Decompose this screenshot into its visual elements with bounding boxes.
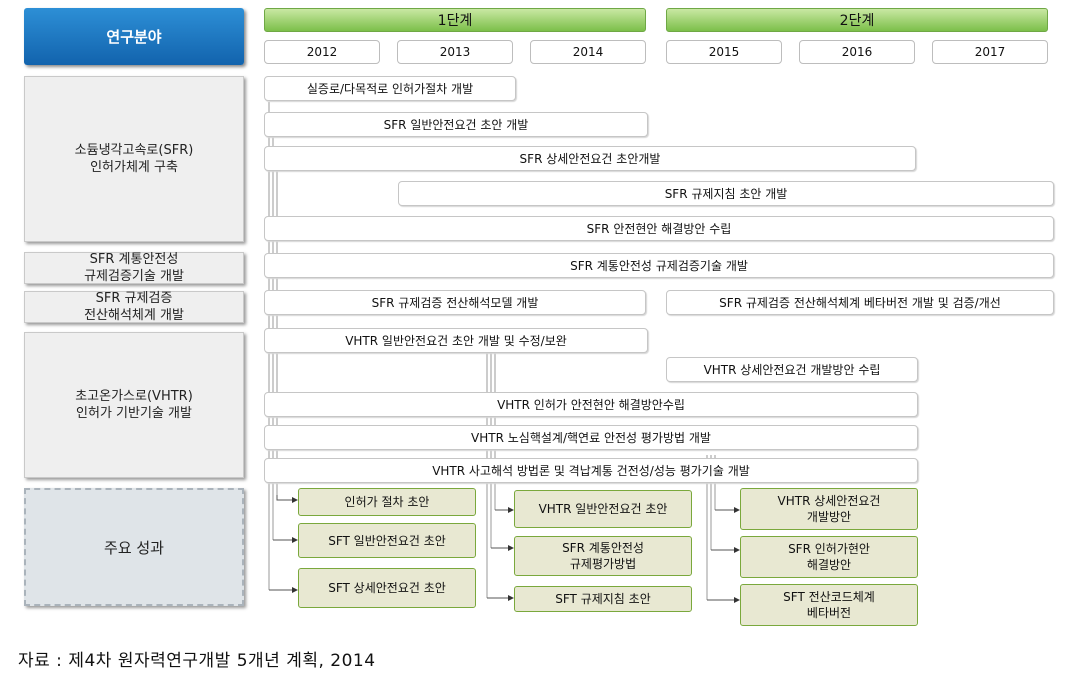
year-label: 2017 xyxy=(974,45,1006,59)
outcome-box: SFT 전산코드체계 베타버전 xyxy=(740,584,918,626)
task-label: SFR 계통안전성 규제검증기술 개발 xyxy=(570,259,748,273)
task-bar: VHTR 사고해석 방법론 및 격납계통 건전성/성능 평가기술 개발 xyxy=(264,458,918,483)
year-label: 2012 xyxy=(306,45,338,59)
category-sfr-licensing: 소듐냉각고속로(SFR) 인허가체계 구축 xyxy=(24,76,244,242)
task-bar: VHTR 상세안전요건 개발방안 수립 xyxy=(666,357,918,382)
outcome-label: 인허가 절차 초안 xyxy=(344,495,430,509)
outcome-label: SFT 일반안전요건 초안 xyxy=(328,533,446,548)
task-bar: VHTR 일반안전요건 초안 개발 및 수정/보완 xyxy=(264,328,648,353)
outcome-box: SFT 규제지침 초안 xyxy=(514,586,692,612)
source-caption: 자료 : 제4차 원자력연구개발 5개년 계획, 2014 xyxy=(18,651,376,671)
research-field-label: 연구분야 xyxy=(106,28,162,46)
category-label: 소듐냉각고속로(SFR) 인허가체계 구축 xyxy=(74,143,194,175)
outcome-box: SFT 일반안전요건 초안 xyxy=(298,523,476,558)
category-label: SFR 계통안전성 규제검증기술 개발 xyxy=(84,252,184,284)
task-label: VHTR 노심핵설계/핵연료 안전성 평가방법 개발 xyxy=(471,431,711,445)
key-results-category: 주요 성과 xyxy=(24,488,244,606)
task-bar: VHTR 인허가 안전현안 해결방안수립 xyxy=(264,392,918,417)
outcome-box: 인허가 절차 초안 xyxy=(298,488,476,516)
task-label: VHTR 사고해석 방법론 및 격납계통 건전성/성능 평가기술 개발 xyxy=(432,464,750,478)
task-label: VHTR 인허가 안전현안 해결방안수립 xyxy=(497,398,685,412)
category-sfr-computational: SFR 규제검증 전산해석체계 개발 xyxy=(24,291,244,323)
task-bar: SFR 계통안전성 규제검증기술 개발 xyxy=(264,253,1054,278)
phase-2-label: 2단계 xyxy=(839,13,875,29)
year-2017: 2017 xyxy=(932,40,1048,64)
year-label: 2015 xyxy=(708,45,740,59)
task-label: SFR 안전현안 해결방안 수립 xyxy=(586,222,732,236)
year-label: 2014 xyxy=(572,45,604,59)
task-bar: VHTR 노심핵설계/핵연료 안전성 평가방법 개발 xyxy=(264,425,918,450)
task-bar: SFR 일반안전요건 초안 개발 xyxy=(264,112,648,137)
year-label: 2013 xyxy=(439,45,471,59)
outcome-label: VHTR 상세안전요건 개발방안 xyxy=(777,494,881,524)
year-2015: 2015 xyxy=(666,40,782,64)
year-2012: 2012 xyxy=(264,40,380,64)
task-label: SFR 규제검증 전산해석모델 개발 xyxy=(371,296,539,310)
outcome-label: SFR 인허가현안 해결방안 xyxy=(788,542,870,572)
task-label: VHTR 상세안전요건 개발방안 수립 xyxy=(703,363,881,377)
task-bar: SFR 상세안전요건 초안개발 xyxy=(264,146,916,171)
year-2013: 2013 xyxy=(397,40,513,64)
phase-1-header: 1단계 xyxy=(264,8,646,32)
category-label: SFR 규제검증 전산해석체계 개발 xyxy=(84,291,184,323)
outcome-box: VHTR 일반안전요건 초안 xyxy=(514,490,692,528)
task-label: SFR 규제지침 초안 개발 xyxy=(664,187,788,201)
outcome-box: SFR 계통안전성 규제평가방법 xyxy=(514,536,692,576)
task-bar: SFR 규제지침 초안 개발 xyxy=(398,181,1054,206)
outcome-label: SFR 계통안전성 규제평가방법 xyxy=(562,541,644,571)
outcome-label: SFT 규제지침 초안 xyxy=(555,592,651,606)
task-label: VHTR 일반안전요건 초안 개발 및 수정/보완 xyxy=(345,334,567,348)
phase-2-header: 2단계 xyxy=(666,8,1048,32)
task-bar: SFR 규제검증 전산해석체계 베타버전 개발 및 검증/개선 xyxy=(666,290,1054,315)
task-label: SFR 일반안전요건 초안 개발 xyxy=(383,118,529,132)
category-vhtr-licensing: 초고온가스로(VHTR) 인허가 기반기술 개발 xyxy=(24,332,244,478)
outcome-box: SFT 상세안전요건 초안 xyxy=(298,568,476,608)
category-sfr-system-safety: SFR 계통안전성 규제검증기술 개발 xyxy=(24,252,244,284)
phase-1-label: 1단계 xyxy=(437,13,473,29)
task-label: SFR 상세안전요건 초안개발 xyxy=(519,152,661,166)
task-bar: SFR 규제검증 전산해석모델 개발 xyxy=(264,290,646,315)
year-2014: 2014 xyxy=(530,40,646,64)
key-results-label: 주요 성과 xyxy=(104,538,164,557)
outcome-box: SFR 인허가현안 해결방안 xyxy=(740,536,918,578)
outcome-box: VHTR 상세안전요건 개발방안 xyxy=(740,488,918,530)
task-label: SFR 규제검증 전산해석체계 베타버전 개발 및 검증/개선 xyxy=(719,296,1001,310)
year-label: 2016 xyxy=(841,45,873,59)
outcome-label: VHTR 일반안전요건 초안 xyxy=(538,502,668,516)
task-bar: SFR 안전현안 해결방안 수립 xyxy=(264,216,1054,241)
category-label: 초고온가스로(VHTR) 인허가 기반기술 개발 xyxy=(75,389,193,421)
task-label: 실증로/다목적로 인허가절차 개발 xyxy=(306,82,474,96)
research-field-header: 연구분야 xyxy=(24,8,244,65)
year-2016: 2016 xyxy=(799,40,915,64)
outcome-label: SFT 상세안전요건 초안 xyxy=(328,581,446,595)
outcome-label: SFT 전산코드체계 베타버전 xyxy=(783,590,875,620)
task-bar: 실증로/다목적로 인허가절차 개발 xyxy=(264,76,516,101)
